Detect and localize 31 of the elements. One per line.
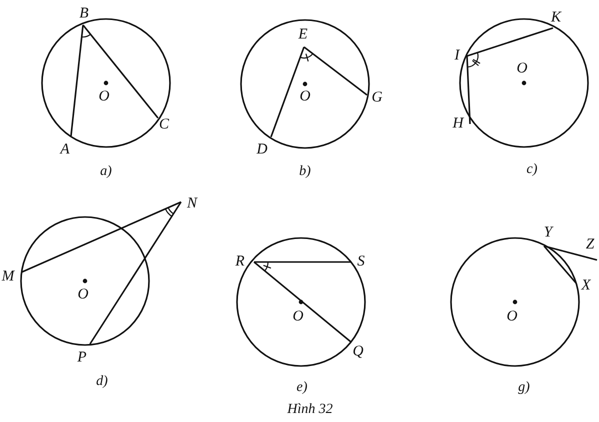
point-label: B (79, 6, 89, 22)
point-label: O (78, 288, 88, 302)
figure-label: e) (296, 381, 308, 395)
point-label: E (298, 28, 308, 42)
point-label: I (454, 48, 460, 64)
point-label: Y (544, 226, 552, 240)
figure-label: a) (100, 165, 112, 179)
point-label: A (60, 142, 70, 158)
point-label: R (235, 254, 245, 270)
point-label: S (357, 254, 365, 270)
point-label: C (159, 118, 169, 132)
point-label: H (452, 116, 464, 132)
figure-label: g) (518, 381, 530, 395)
figure-label: c) (526, 163, 538, 177)
point-label: D (256, 142, 268, 158)
point-label: Q (352, 344, 364, 360)
point-label: O (506, 310, 518, 324)
point-label: K (551, 10, 561, 26)
point-label: G (372, 90, 382, 106)
point-label: O (300, 90, 310, 104)
point-label: O (98, 90, 110, 104)
point-label: M (2, 270, 14, 284)
point-label: N (187, 196, 197, 212)
point-label: X (581, 278, 591, 294)
point-label: Z (586, 238, 594, 252)
point-label: O (292, 310, 304, 324)
figure-label: d) (96, 375, 108, 389)
caption: Hình 32 (287, 403, 333, 417)
point-label: P (77, 350, 87, 366)
figure-label: b) (299, 165, 311, 179)
point-label: O (516, 62, 528, 76)
